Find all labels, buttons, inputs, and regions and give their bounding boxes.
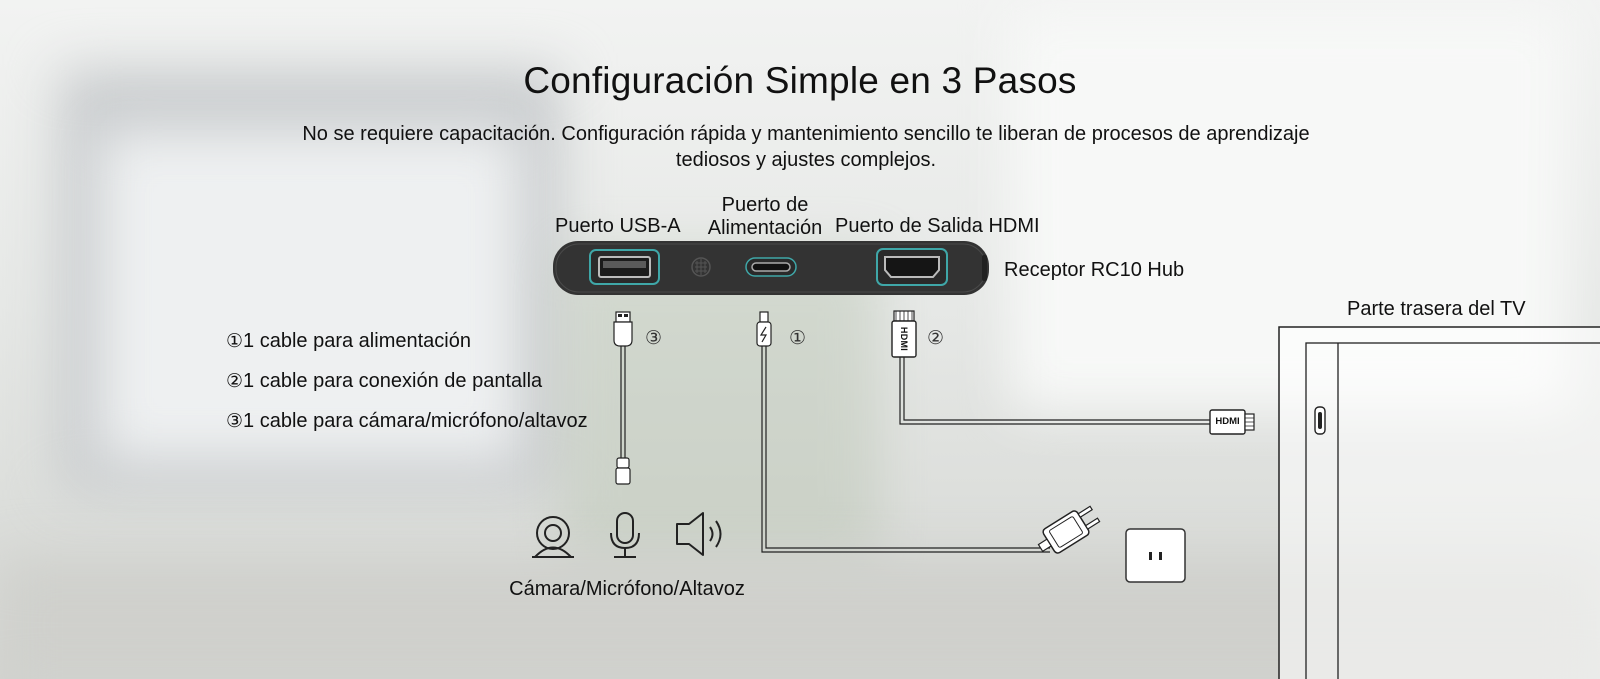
step-number: ①	[226, 331, 244, 352]
hdmi-cable-marker: ②	[927, 328, 945, 349]
tv-back-label: Parte trasera del TV	[1347, 298, 1526, 320]
peripherals-label: Cámara/Micrófono/Altavoz	[509, 578, 745, 600]
power-port-label-line1: Puerto de	[721, 194, 809, 216]
power-port-icon	[745, 257, 797, 277]
power-cable-marker: ①	[789, 328, 807, 349]
usb-a-port-icon	[589, 249, 660, 285]
hdmi-cable	[891, 310, 1255, 435]
step-item-3: ③1 cable para cámara/micrófono/altavoz	[226, 410, 588, 433]
hdmi-port-icon	[876, 248, 948, 286]
hdmi-plug-horizontal-text: HDMI	[1215, 416, 1240, 427]
power-adapter-icon	[1037, 505, 1101, 554]
status-indicator-icon	[691, 257, 711, 277]
step-text: 1 cable para alimentación	[243, 330, 471, 352]
hub-device	[553, 241, 989, 295]
usb-cable	[613, 311, 633, 485]
tv-back-panel	[1278, 326, 1600, 679]
hub-name-label: Receptor RC10 Hub	[1004, 259, 1185, 281]
page-title: Configuración Simple en 3 Pasos	[523, 60, 1077, 101]
speaker-icon	[676, 512, 722, 556]
wall-outlet-icon	[1125, 528, 1186, 583]
tv-hdmi-port-icon	[1314, 406, 1326, 435]
step-text: 1 cable para cámara/micrófono/altavoz	[243, 410, 588, 432]
camera-icon	[532, 516, 574, 558]
power-cable	[756, 311, 1050, 553]
hdmi-port-label: Puerto de Salida HDMI	[835, 215, 1040, 237]
step-item-1: ①1 cable para alimentación	[226, 330, 471, 353]
power-port-label-line2: Alimentación	[707, 217, 823, 239]
microphone-icon	[610, 512, 640, 558]
step-number: ③	[226, 411, 244, 432]
usb-cable-marker: ③	[645, 328, 663, 349]
usb-a-port-label: Puerto USB-A	[555, 215, 681, 237]
hdmi-plug-vertical: HDMI	[893, 323, 915, 355]
step-number: ②	[226, 371, 244, 392]
step-text: 1 cable para conexión de pantalla	[243, 370, 543, 392]
page-subtitle: No se requiere capacitación. Configuraci…	[302, 123, 1310, 171]
lightning-icon	[759, 326, 768, 343]
hdmi-plug-vertical-text: HDMI	[899, 326, 910, 352]
step-item-2: ②1 cable para conexión de pantalla	[226, 370, 542, 393]
